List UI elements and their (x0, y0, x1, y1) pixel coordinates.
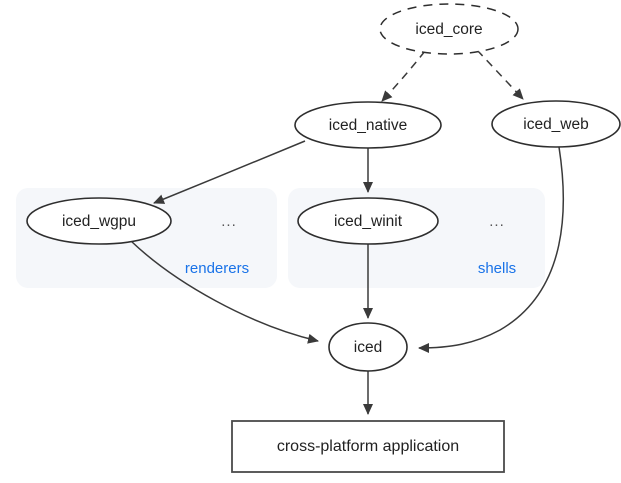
edge-iced-web-to-iced (418, 146, 565, 353)
node-iced-label: iced (354, 339, 382, 356)
node-iced-core[interactable]: iced_core (379, 3, 519, 55)
node-iced-native-label: iced_native (329, 117, 407, 134)
node-iced[interactable]: iced (328, 322, 408, 372)
node-iced-web-label: iced_web (523, 116, 589, 133)
node-iced-wgpu-label: iced_wgpu (62, 213, 136, 230)
edge-iced-core-to-iced-native (381, 50, 426, 102)
cluster-renderers-label: renderers (185, 260, 249, 277)
edge-iced-native-to-iced-wgpu (153, 140, 306, 204)
node-application-shape (231, 420, 505, 473)
node-iced-winit[interactable]: iced_winit (297, 197, 439, 245)
cluster-shells-label: shells (478, 260, 516, 277)
edge-iced-wgpu-to-iced (130, 240, 319, 344)
renderers-more-ellipsis: ... (221, 213, 237, 230)
edge-iced-core-to-iced-web (476, 49, 524, 100)
node-iced-wgpu-shape (26, 197, 172, 245)
shells-more-ellipsis: ... (489, 213, 505, 230)
node-iced-web-shape (491, 100, 621, 148)
node-iced-winit-label: iced_winit (334, 213, 403, 230)
node-iced-native-shape (294, 101, 442, 149)
node-application-label: cross-platform application (277, 438, 459, 455)
node-iced-core-label: iced_core (415, 21, 482, 38)
node-iced-winit-shape (297, 197, 439, 245)
node-iced-core-shape (379, 3, 519, 55)
node-iced-native[interactable]: iced_native (294, 101, 442, 149)
node-iced-shape (328, 322, 408, 372)
node-application[interactable]: cross-platform application (231, 420, 505, 473)
node-iced-web[interactable]: iced_web (491, 100, 621, 148)
node-iced-wgpu[interactable]: iced_wgpu (26, 197, 172, 245)
